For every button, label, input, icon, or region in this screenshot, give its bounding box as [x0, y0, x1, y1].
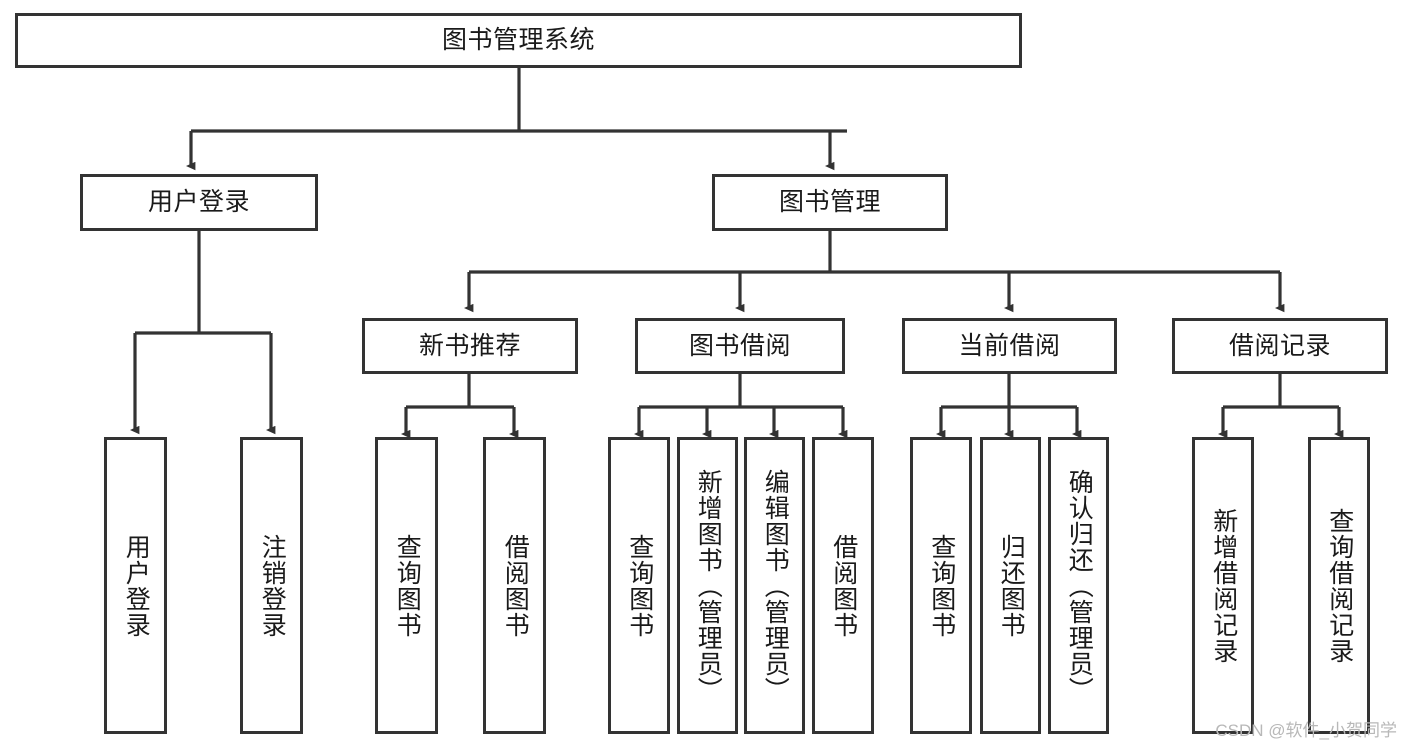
node-current-borrow-label: 当前借阅: [958, 331, 1061, 360]
node-leaf-user-login[interactable]: 用户登录: [104, 437, 167, 734]
node-leaf-logout-login[interactable]: 注销登录: [240, 437, 303, 734]
node-leaf-add-book-admin[interactable]: 新增图书（管理员）: [677, 437, 738, 734]
node-new-book-recommend-label: 新书推荐: [418, 331, 521, 360]
node-leaf-borrow-book-2-label: 借阅图书: [829, 533, 858, 638]
node-leaf-return-book[interactable]: 归还图书: [980, 437, 1041, 734]
node-leaf-logout-login-label: 注销登录: [258, 533, 287, 638]
node-leaf-query-book-3-label: 查询图书: [927, 533, 956, 638]
node-leaf-query-book-2[interactable]: 查询图书: [608, 437, 670, 734]
node-leaf-query-borrow-record[interactable]: 查询借阅记录: [1308, 437, 1370, 734]
node-leaf-query-book-3[interactable]: 查询图书: [910, 437, 972, 734]
node-borrow-record[interactable]: 借阅记录: [1172, 318, 1388, 374]
node-leaf-user-login-label: 用户登录: [122, 533, 151, 638]
node-leaf-return-book-label: 归还图书: [997, 533, 1026, 638]
node-leaf-query-book-1[interactable]: 查询图书: [375, 437, 438, 734]
node-book-manage[interactable]: 图书管理: [712, 174, 948, 231]
node-leaf-add-borrow-record[interactable]: 新增借阅记录: [1192, 437, 1254, 734]
node-leaf-add-borrow-record-label: 新增借阅记录: [1209, 507, 1238, 664]
node-user-login-label: 用户登录: [147, 188, 250, 217]
node-book-borrow-label: 图书借阅: [688, 331, 791, 360]
csdn-watermark: CSDN @软件_小贺同学: [1215, 721, 1397, 740]
node-root[interactable]: 图书管理系统: [15, 13, 1022, 68]
node-leaf-confirm-return-admin-label: 确认归还（管理员）: [1065, 468, 1094, 703]
node-leaf-edit-book-admin[interactable]: 编辑图书（管理员）: [744, 437, 805, 734]
node-current-borrow[interactable]: 当前借阅: [902, 318, 1117, 374]
node-book-manage-label: 图书管理: [778, 188, 881, 217]
node-leaf-query-book-2-label: 查询图书: [625, 533, 654, 638]
node-book-borrow[interactable]: 图书借阅: [635, 318, 845, 374]
node-leaf-query-borrow-record-label: 查询借阅记录: [1325, 507, 1354, 664]
node-leaf-edit-book-admin-label: 编辑图书（管理员）: [761, 468, 790, 703]
node-leaf-confirm-return-admin[interactable]: 确认归还（管理员）: [1048, 437, 1109, 734]
node-leaf-borrow-book-1-label: 借阅图书: [501, 533, 530, 638]
node-borrow-record-label: 借阅记录: [1228, 331, 1331, 360]
node-leaf-borrow-book-2[interactable]: 借阅图书: [812, 437, 874, 734]
node-root-label: 图书管理系统: [441, 26, 595, 55]
node-new-book-recommend[interactable]: 新书推荐: [362, 318, 578, 374]
node-leaf-query-book-1-label: 查询图书: [393, 533, 422, 638]
node-user-login[interactable]: 用户登录: [80, 174, 318, 231]
node-leaf-borrow-book-1[interactable]: 借阅图书: [483, 437, 546, 734]
node-leaf-add-book-admin-label: 新增图书（管理员）: [694, 468, 723, 703]
